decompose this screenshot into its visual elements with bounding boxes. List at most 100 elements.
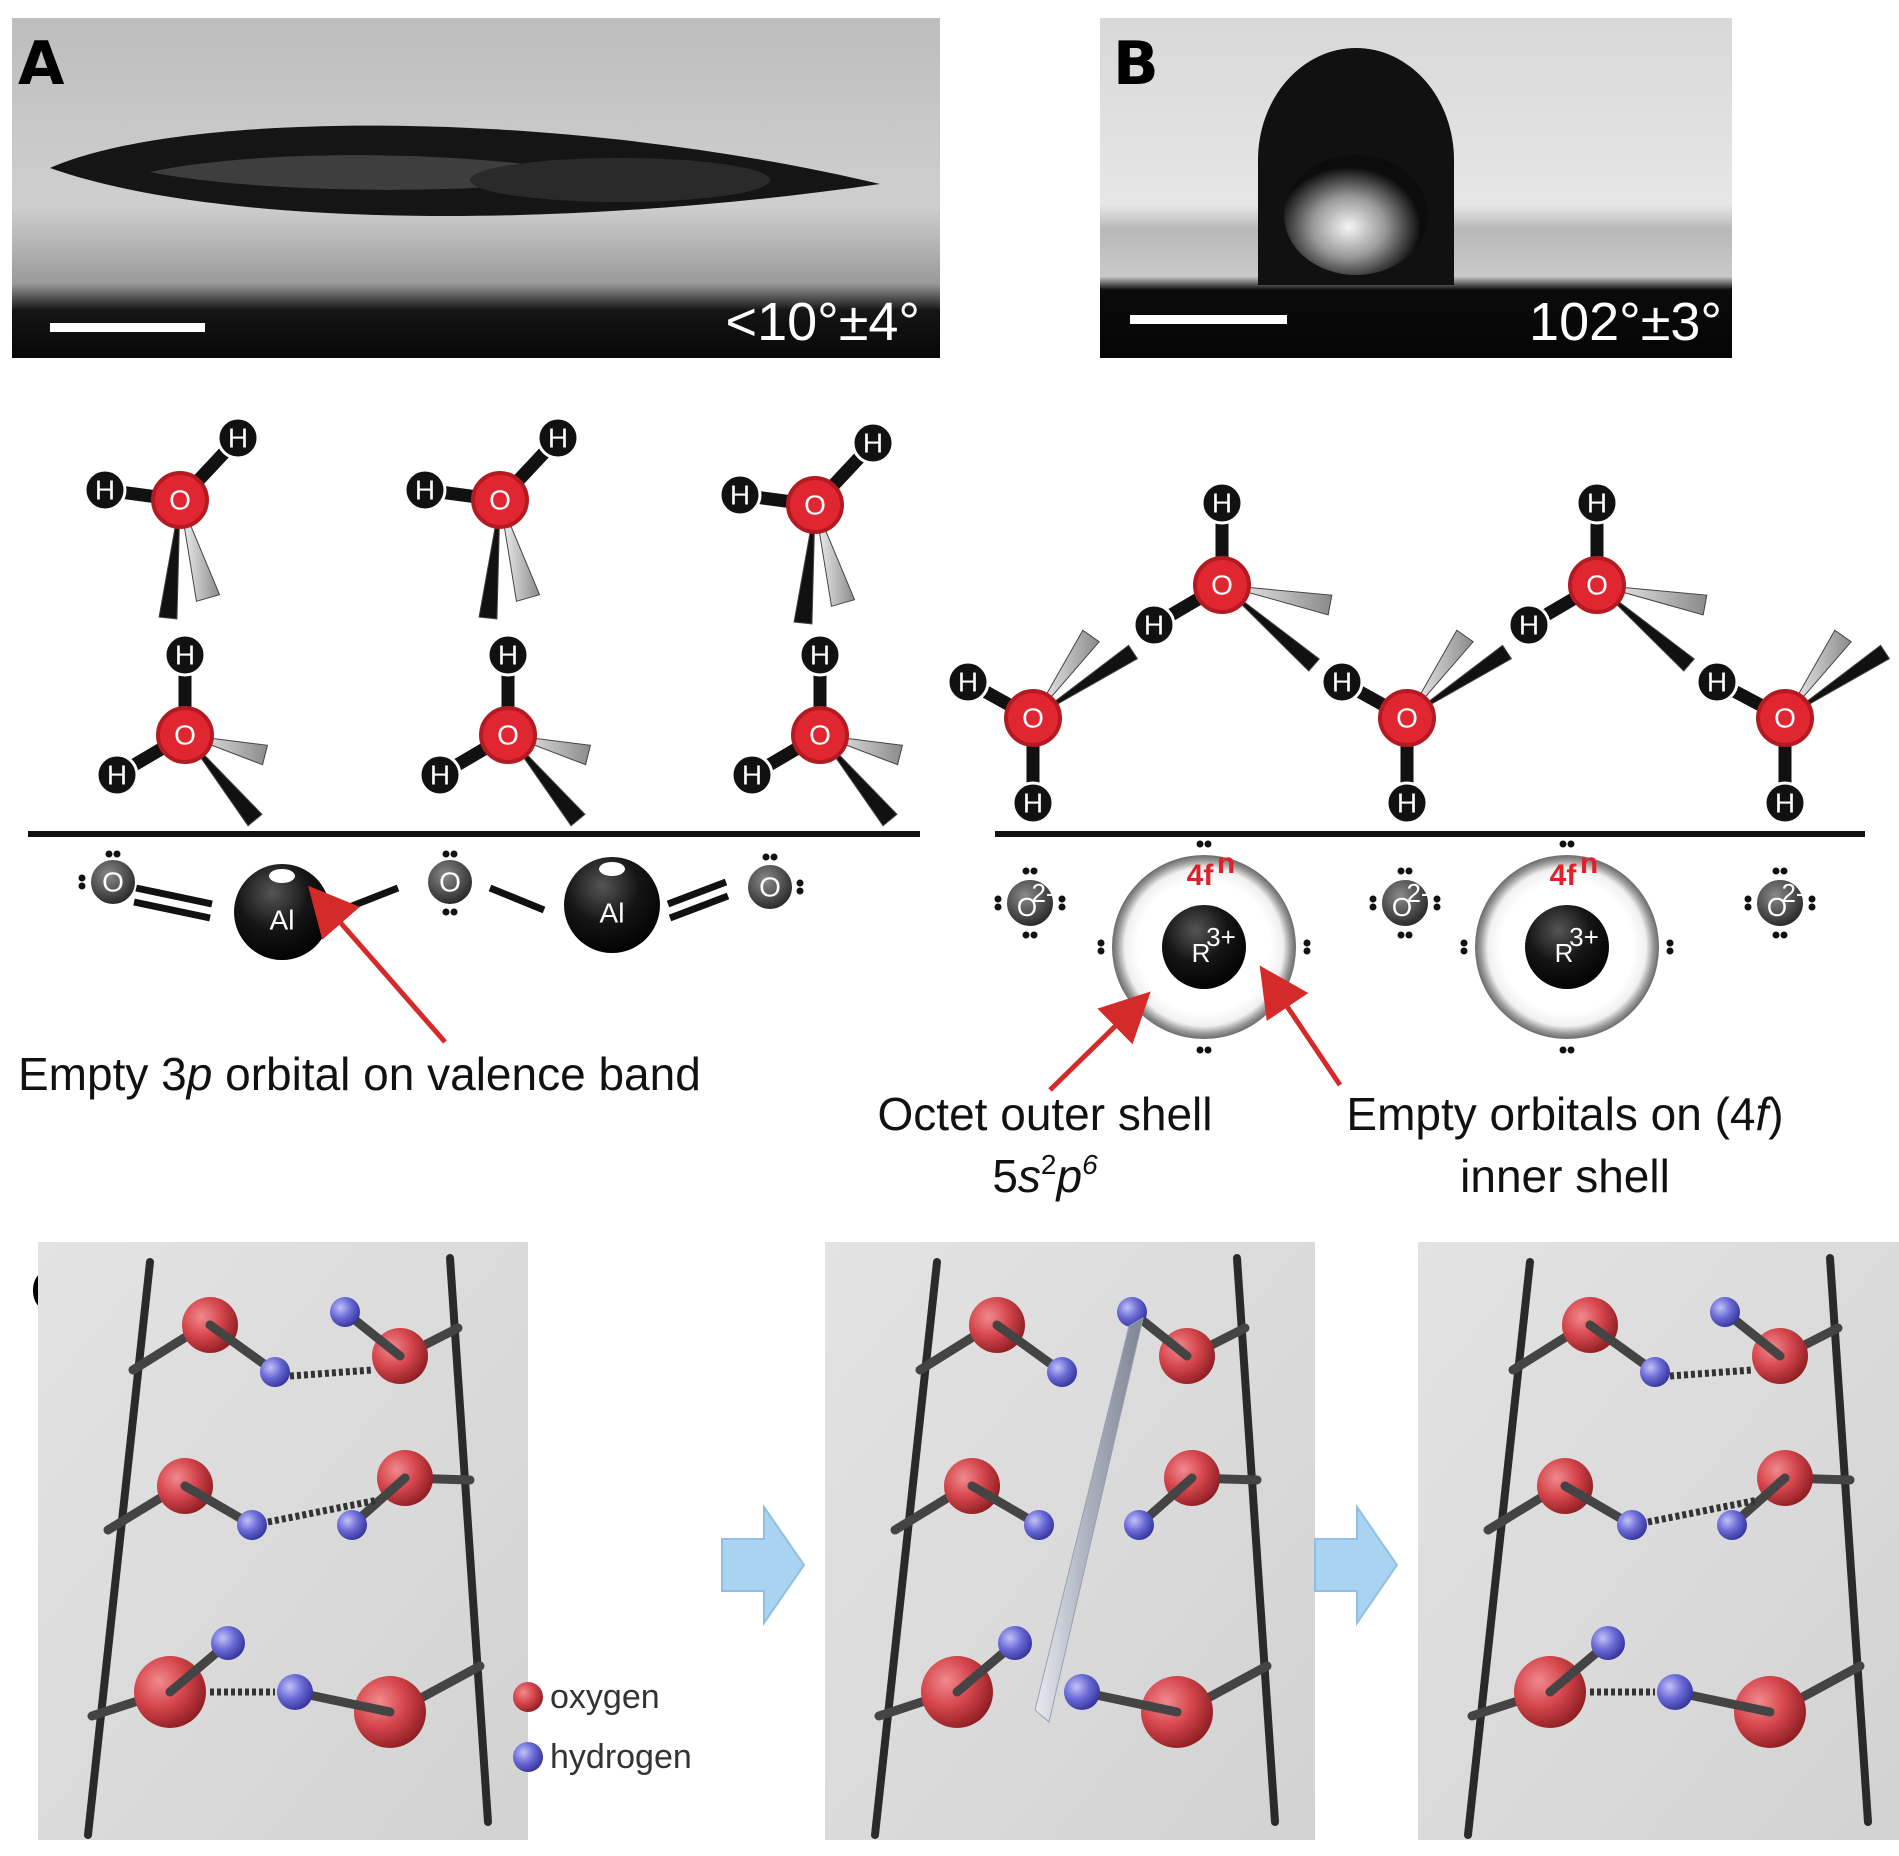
lone-pair-wedge: [507, 734, 586, 827]
hydrogen-label: H: [228, 423, 248, 454]
oxide-ion: [1380, 878, 1430, 928]
oxygen-atom: [156, 706, 214, 764]
oxygen-label: O: [169, 485, 191, 516]
polymer-backbone: [1233, 1254, 1279, 1826]
electron-dot: [1559, 840, 1567, 848]
octet-shell-caption: Octet outer shell: [878, 1088, 1213, 1140]
double-bond: [666, 878, 728, 908]
hydrogen-ball: [1117, 1297, 1147, 1327]
oxide-ion-label: O: [1392, 892, 1412, 922]
hydrogen-ball: [277, 1674, 313, 1710]
contact-angle-a: <10°±4°: [726, 292, 920, 352]
electron-dot: [1559, 1046, 1567, 1054]
hydrogen-label: H: [810, 640, 830, 671]
electron-dot: [1097, 939, 1105, 947]
hydrogen-atom: [418, 753, 462, 797]
rare-earth-charge: 3+: [1206, 922, 1236, 952]
surface-oxygen: [89, 858, 137, 906]
electron-dot: [994, 895, 1002, 903]
electron-dot: [78, 882, 86, 890]
hydrogen-ball: [1640, 1357, 1670, 1387]
electron-dot: [1058, 895, 1066, 903]
lone-pair-wedge: [1784, 644, 1891, 719]
hydrogen-atom: [163, 633, 207, 677]
hydrogen-label: H: [742, 760, 762, 791]
oxygen-label: O: [489, 485, 511, 516]
oxygen-atom: [479, 706, 537, 764]
surface-oxygen-label: O: [102, 867, 124, 898]
lone-pair-wedge: [1596, 584, 1695, 672]
electron-dot: [1772, 931, 1780, 939]
hydrogen-label: H: [730, 480, 750, 511]
oxygen-atom: [1378, 689, 1436, 747]
electron-dot: [1397, 931, 1405, 939]
electron-dot: [450, 850, 458, 858]
electron-dot: [1204, 840, 1212, 848]
hydrogen-atom: [403, 468, 447, 512]
al-orbital-arrow: [308, 885, 447, 1044]
electron-dot: [113, 850, 121, 858]
surface-oxygen: [426, 858, 474, 906]
oxygen-label: O: [1774, 703, 1796, 734]
inner-shell-caption: Empty orbitals on (4f): [1346, 1088, 1783, 1140]
lone-pair-wedge: [1032, 644, 1139, 719]
process-arrow: [1314, 1503, 1399, 1627]
oxygen-label: O: [1211, 570, 1233, 601]
f-shell-label: 4f: [1187, 859, 1215, 892]
electron-dot: [1405, 931, 1413, 939]
octet-shell-arrow: [1048, 991, 1151, 1092]
hydrogen-atom: [1575, 481, 1619, 525]
rare-earth-label: R: [1192, 938, 1211, 968]
hydrogen-atom: [798, 633, 842, 677]
lone-pair-wedge: [793, 504, 816, 625]
hydrogen-label: H: [1587, 488, 1607, 519]
separating-sheet: [1034, 1316, 1144, 1723]
hydrogen-label: H: [175, 640, 195, 671]
hydrogen-atom: [216, 416, 260, 460]
rare-earth-core: [1525, 905, 1609, 989]
polymer-backbone: [1464, 1258, 1534, 1839]
f-shell-sup: n: [1580, 847, 1598, 880]
contact-angle-b: 102°±3°: [1529, 292, 1722, 352]
oxygen-atom: [1004, 689, 1062, 747]
lone-pair-wedge: [184, 734, 263, 827]
hydrogen-bond: [1647, 1496, 1759, 1526]
hydrogen-label: H: [863, 428, 883, 459]
electron-dot: [1744, 903, 1752, 911]
oxygen-atom: [791, 706, 849, 764]
process-arrow: [721, 1503, 806, 1627]
single-bond: [345, 884, 400, 912]
hydrogen-ball: [330, 1297, 360, 1327]
hydrogen-label: H: [1775, 788, 1795, 819]
surface-oxygen-label: O: [439, 867, 461, 898]
electron-dot: [1196, 840, 1204, 848]
oxygen-label: O: [1396, 703, 1418, 734]
hydrogen-atom: [1763, 781, 1807, 825]
hydrogen-atom: [1385, 781, 1429, 825]
lone-pair-wedge: [478, 499, 501, 620]
electron-dot: [1196, 1046, 1204, 1054]
electron-dot: [1097, 947, 1105, 955]
electron-dot: [1780, 931, 1788, 939]
scale-bar-a: [50, 323, 205, 332]
panel-a-photo: <10°±4° A: [12, 18, 940, 358]
hydrogen-label: H: [1332, 667, 1352, 698]
electron-dot: [1772, 867, 1780, 875]
hydrogen-label: H: [430, 760, 450, 791]
aluminum-label: Al: [600, 898, 625, 929]
hydrogen-label: H: [1707, 667, 1727, 698]
hydrogen-atom: [730, 753, 774, 797]
oxygen-label: O: [804, 490, 826, 521]
oxide-charge: 2-: [1781, 878, 1804, 908]
electron-dot: [1030, 931, 1038, 939]
polymer-backbone: [1826, 1254, 1872, 1826]
hydrogen-label: H: [548, 423, 568, 454]
hydrogen-ball: [1591, 1626, 1625, 1660]
hydrogen-atom: [1320, 660, 1364, 704]
electron-dot: [1808, 895, 1816, 903]
double-bond: [133, 898, 211, 922]
electron-dot: [442, 908, 450, 916]
rare-earth-core: [1162, 905, 1246, 989]
hydrogen-label: H: [107, 760, 127, 791]
